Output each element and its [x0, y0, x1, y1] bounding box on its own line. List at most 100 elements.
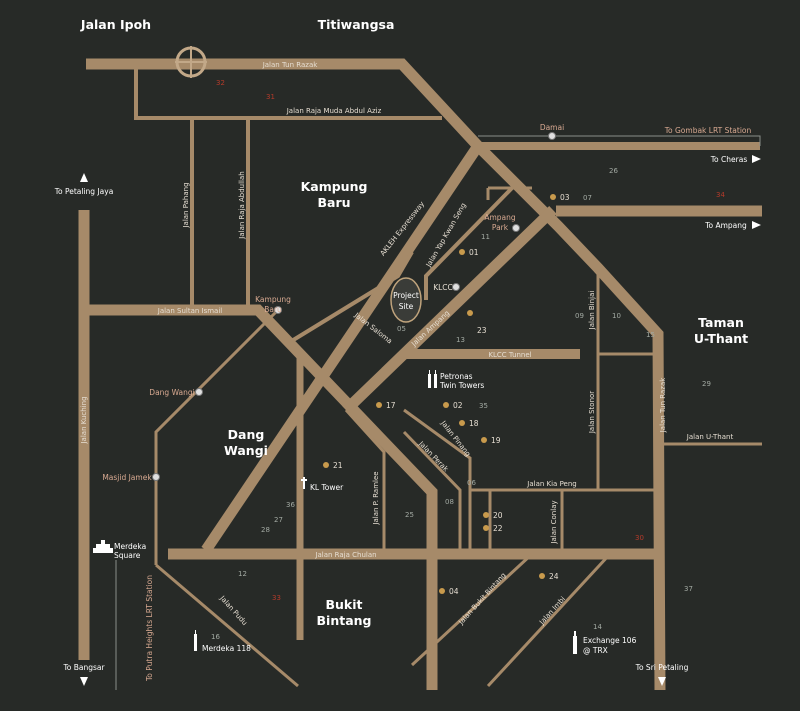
arrow-right-icon	[752, 155, 761, 163]
direction-sri-petaling: To Sri Petaling	[635, 663, 689, 672]
poi-30: 30	[635, 534, 644, 542]
label-jalan-conlay: Jalan Conlay	[550, 500, 558, 544]
project-site-label-2: Site	[399, 302, 414, 311]
area-taman-u-thant-2: U-Thant	[694, 331, 748, 346]
label-jalan-kuching: Jalan Kuching	[80, 396, 88, 444]
poi-01: 01	[469, 248, 479, 257]
road-jalan-perak	[402, 430, 462, 554]
label-jalan-raja-abdullah: Jalan Raja Abdullah	[238, 171, 246, 239]
station-masjid-jamek-marker	[152, 473, 160, 481]
station-damai-marker	[548, 132, 556, 140]
poi-28: 28	[261, 526, 270, 534]
station-masjid-jamek: Masjid Jamek	[102, 473, 152, 482]
poi-02: 02	[453, 401, 463, 410]
direction-bangsar: To Bangsar	[62, 663, 105, 672]
exchange-106-label-2: @ TRX	[583, 646, 608, 655]
label-klcc-tunnel: KLCC Tunnel	[488, 351, 531, 359]
merdeka-square-icon	[93, 540, 113, 553]
area-jalan-ipoh: Jalan Ipoh	[80, 17, 151, 32]
station-kampung-baru-marker	[274, 306, 282, 314]
road-akleh-expressway	[201, 142, 483, 554]
merdeka-square-label-2: Square	[114, 551, 141, 560]
poi-15: 15	[646, 331, 655, 339]
label-jalan-sultan-ismail: Jalan Sultan Ismail	[157, 307, 223, 315]
label-jalan-u-thant: Jalan U-Thant	[686, 433, 734, 441]
label-jalan-raja-muda: Jalan Raja Muda Abdul Aziz	[286, 107, 382, 115]
poi-13: 13	[456, 336, 465, 344]
poi-icon	[443, 402, 449, 408]
label-jalan-tun-razak-north: Jalan Tun Razak	[262, 61, 319, 69]
project-site-label-1: Project	[393, 291, 419, 300]
exchange-106-label-1: Exchange 106	[583, 636, 637, 645]
area-titiwangsa: Titiwangsa	[318, 17, 395, 32]
poi-icon	[483, 512, 489, 518]
poi-icon	[376, 402, 382, 408]
road-jalan-pudu	[155, 563, 299, 688]
poi-07: 07	[583, 194, 592, 202]
road-jalan-ampang	[342, 206, 557, 414]
poi-icon	[483, 525, 489, 531]
label-jalan-perak: Jalan Perak	[416, 439, 450, 474]
area-kampung-baru-1: Kampung	[301, 179, 368, 194]
poi-33: 33	[272, 594, 281, 602]
exchange-106-icon	[573, 631, 577, 654]
station-ampang-park-marker	[512, 224, 520, 232]
poi-icon	[550, 194, 556, 200]
label-jalan-binjai: Jalan Binjai	[588, 291, 596, 331]
label-jalan-bukit-bintang: Jalan Bukit Bintang	[457, 571, 508, 627]
label-jalan-stonor: Jalan Stonor	[588, 391, 596, 434]
area-bukit-bintang-2: Bintang	[317, 613, 372, 628]
arrow-right-icon	[752, 221, 761, 229]
poi-05: 05	[397, 325, 406, 333]
direction-gombak: To Gombak LRT Station	[664, 126, 752, 135]
poi-icon	[467, 310, 473, 316]
direction-ampang: To Ampang	[704, 221, 747, 230]
poi-37: 37	[684, 585, 693, 593]
road-jalan-pinang	[403, 408, 472, 554]
arrow-down-icon	[80, 677, 88, 686]
label-jalan-imbi: Jalan Imbi	[537, 595, 567, 627]
directions: To Gombak LRT Station To Cheras To Ampan…	[54, 126, 761, 686]
poi-icon	[481, 437, 487, 443]
poi-icon	[539, 573, 545, 579]
road-jalan-saloma	[288, 250, 414, 344]
road-jalan-sultan-ismail	[86, 304, 438, 690]
poi-markers: 01 02 03 04 23 17 18 19 21 20 22 24 05 0…	[211, 79, 725, 641]
station-ampang-park-2: Park	[492, 223, 509, 232]
poi-04: 04	[449, 587, 459, 596]
poi-22: 22	[493, 524, 503, 533]
merdeka-118-icon	[194, 630, 197, 651]
rail-lines	[115, 135, 761, 690]
kl-tower-label: KL Tower	[310, 483, 344, 492]
label-jalan-pahang: Jalan Pahang	[182, 182, 190, 228]
poi-10: 10	[612, 312, 621, 320]
area-taman-u-thant-1: Taman	[698, 315, 744, 330]
landmarks: Project Site Petronas Twin Towers KL Tow…	[93, 277, 637, 655]
poi-34: 34	[716, 191, 725, 199]
area-dang-wangi-2: Wangi	[224, 443, 268, 458]
arrow-down-icon	[658, 677, 666, 686]
arrow-up-icon	[80, 173, 88, 182]
station-klcc-marker	[452, 283, 460, 291]
poi-19: 19	[491, 436, 501, 445]
direction-putra-heights: To Putra Heights LRT Station	[145, 575, 154, 682]
label-jalan-p-ramlee: Jalan P. Ramlee	[372, 471, 380, 525]
merdeka-118-label: Merdeka 118	[202, 644, 251, 653]
road-network	[78, 58, 762, 691]
label-jalan-tun-razak-east: Jalan Tun Razak	[659, 377, 667, 434]
station-damai: Damai	[540, 123, 564, 132]
poi-icon	[323, 462, 329, 468]
station-dang-wangi: Dang Wangi	[149, 388, 194, 397]
station-dang-wangi-marker	[195, 388, 203, 396]
poi-31: 31	[266, 93, 275, 101]
poi-36: 36	[286, 501, 295, 509]
poi-08: 08	[445, 498, 454, 506]
poi-25: 25	[405, 511, 414, 519]
poi-03: 03	[560, 193, 570, 202]
label-jalan-raja-chulan: Jalan Raja Chulan	[314, 551, 376, 559]
poi-06: 06	[467, 479, 476, 487]
poi-32: 32	[216, 79, 225, 87]
twin-towers-icon	[428, 370, 437, 388]
area-labels: Jalan Ipoh Titiwangsa Kampung Baru Taman…	[80, 17, 748, 628]
